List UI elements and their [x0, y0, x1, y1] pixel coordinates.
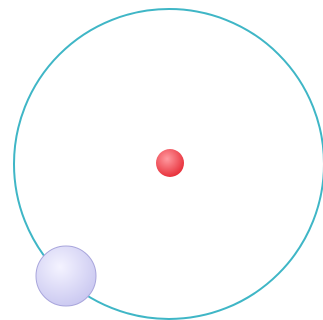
orbiting-body	[36, 246, 96, 306]
central-body	[156, 149, 184, 177]
